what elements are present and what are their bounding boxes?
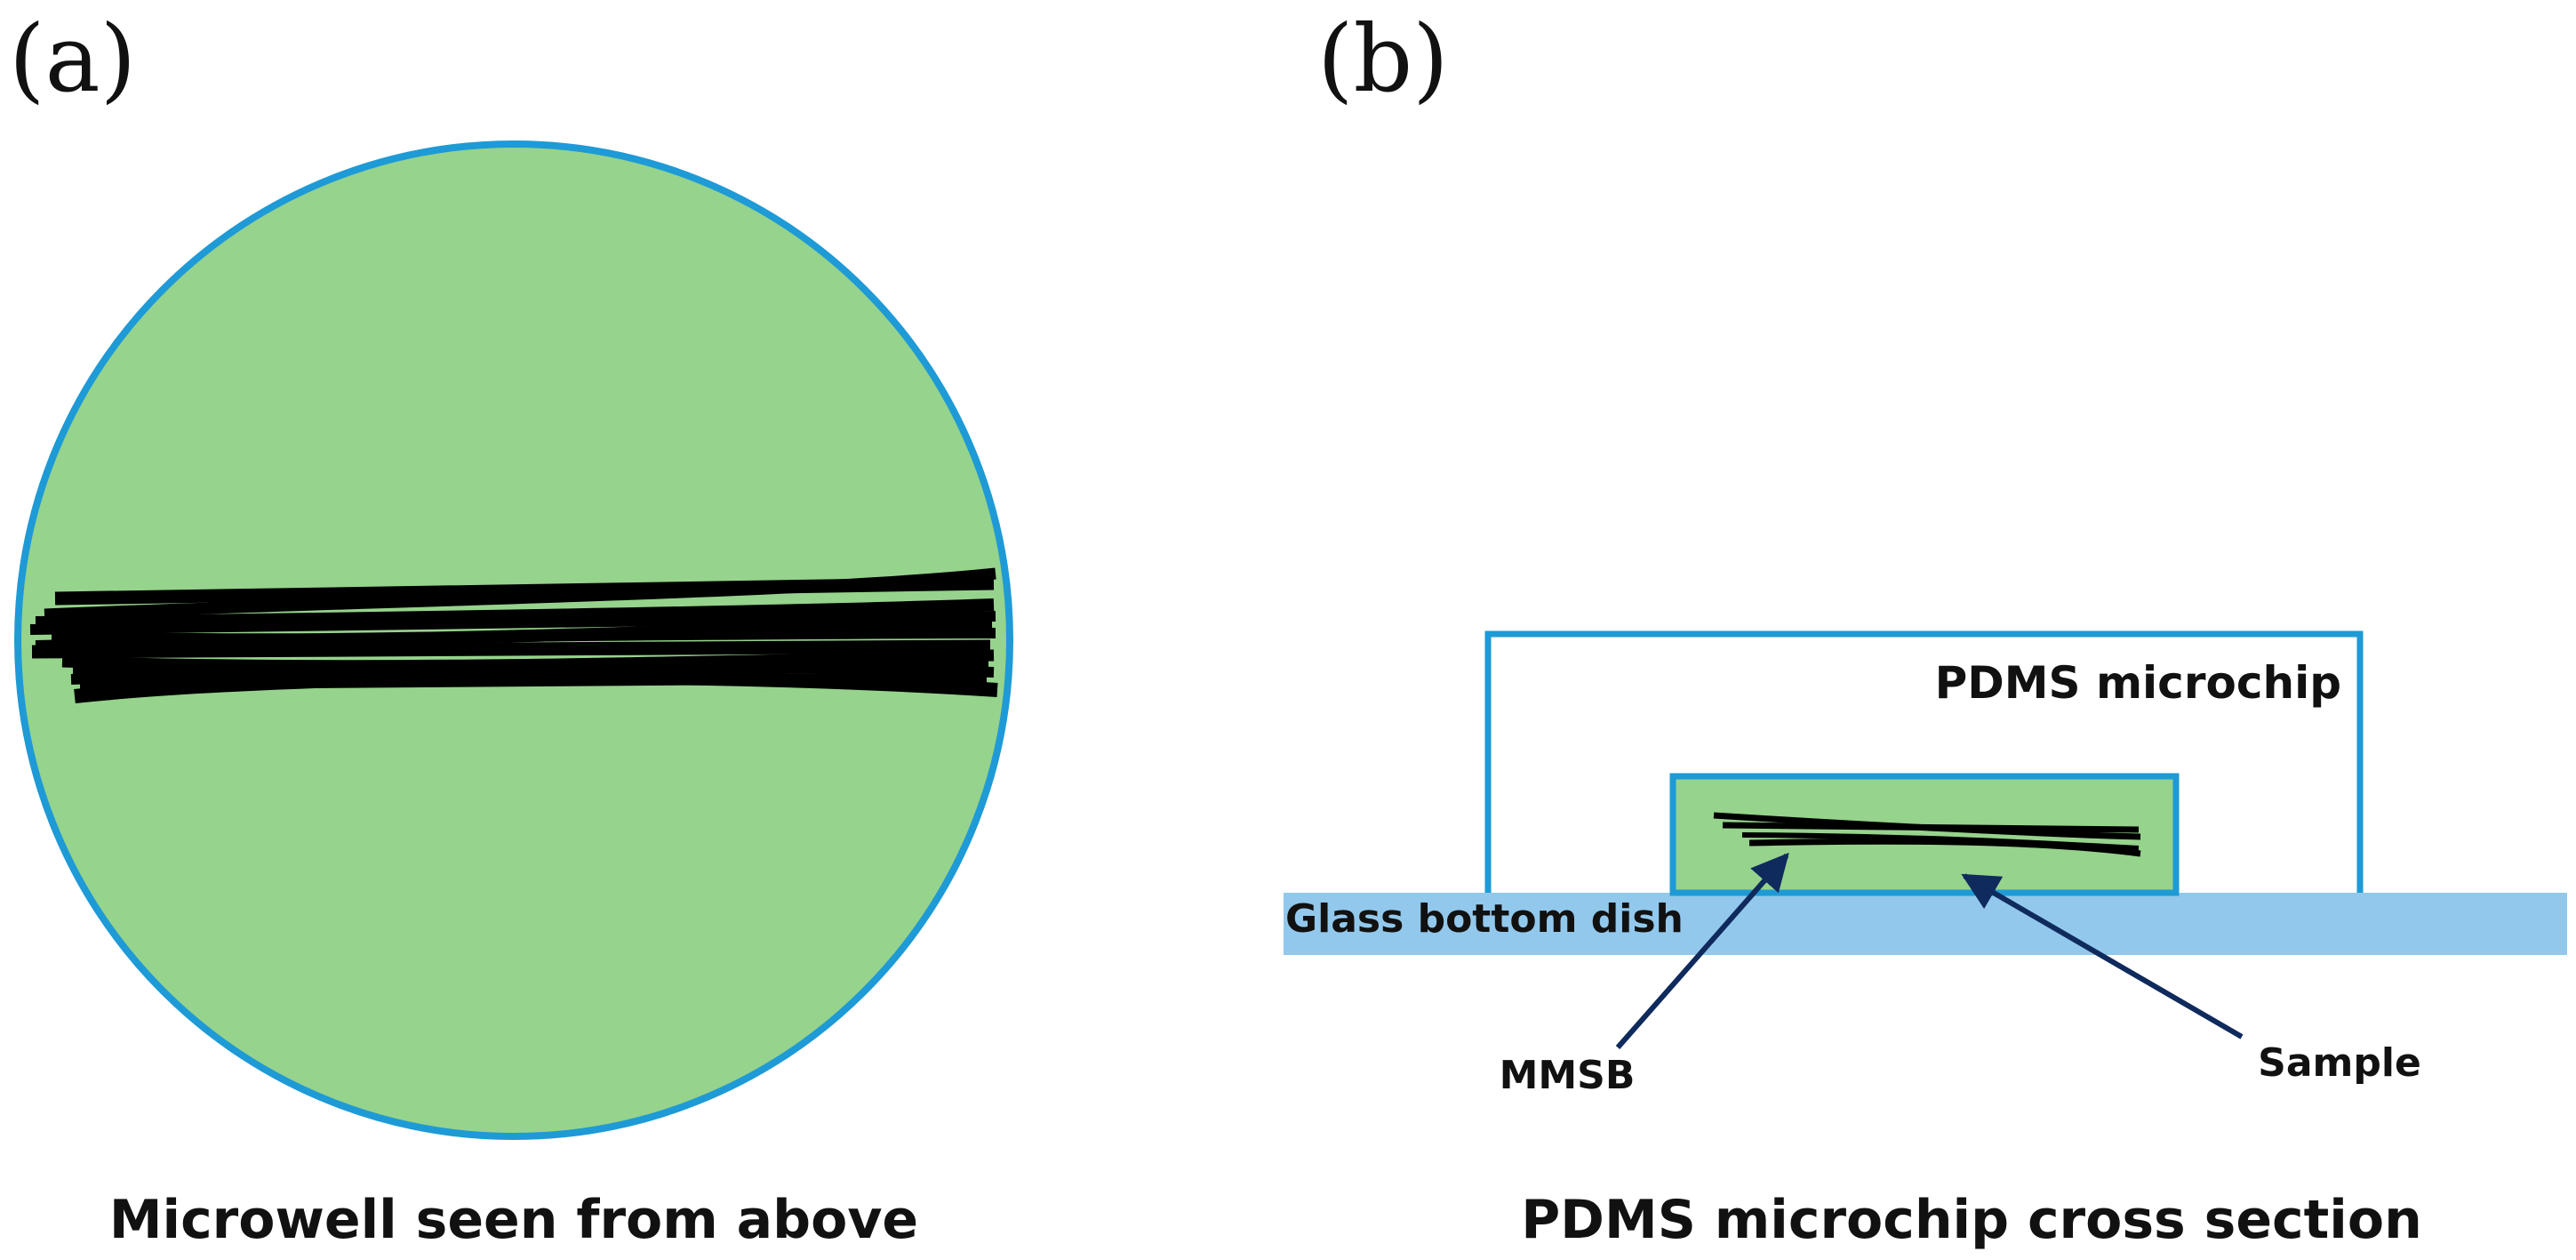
fiber xyxy=(79,672,988,690)
sample-label: Sample xyxy=(2258,1040,2421,1086)
fiber-bundle-side-view xyxy=(1713,812,2141,857)
fiber xyxy=(35,628,996,651)
glass-bottom-dish xyxy=(1284,893,2567,955)
fiber xyxy=(29,611,996,635)
mmsb-arrow xyxy=(1615,852,1789,1049)
fiber xyxy=(44,567,996,621)
panel-b-caption: PDMS microchip cross section xyxy=(1521,1189,2422,1251)
pdms-microchip-label: PDMS microchip xyxy=(1935,657,2341,709)
fiber xyxy=(1722,822,2140,833)
fiber xyxy=(31,639,991,659)
glass-bottom-dish-label: Glass bottom dish xyxy=(1285,896,1684,942)
pdms-microchip-outline xyxy=(1484,630,2364,893)
panel-a: (a) Microwell seen from above xyxy=(9,4,1013,1251)
sample-arrow xyxy=(1961,873,2244,1039)
fiber xyxy=(1748,838,2141,857)
fiber xyxy=(70,662,995,685)
panel-b-letter: (b) xyxy=(1317,4,1449,113)
panel-a-letter: (a) xyxy=(9,4,136,113)
panel-b: (b) PDMS microchip Glass bottom dish MMS… xyxy=(1284,4,2567,1251)
mmsb-label: MMSB xyxy=(1500,1053,1636,1098)
fiber xyxy=(35,598,995,629)
fiber-bundle-top-view xyxy=(29,567,998,703)
panel-a-caption: Microwell seen from above xyxy=(109,1189,918,1251)
